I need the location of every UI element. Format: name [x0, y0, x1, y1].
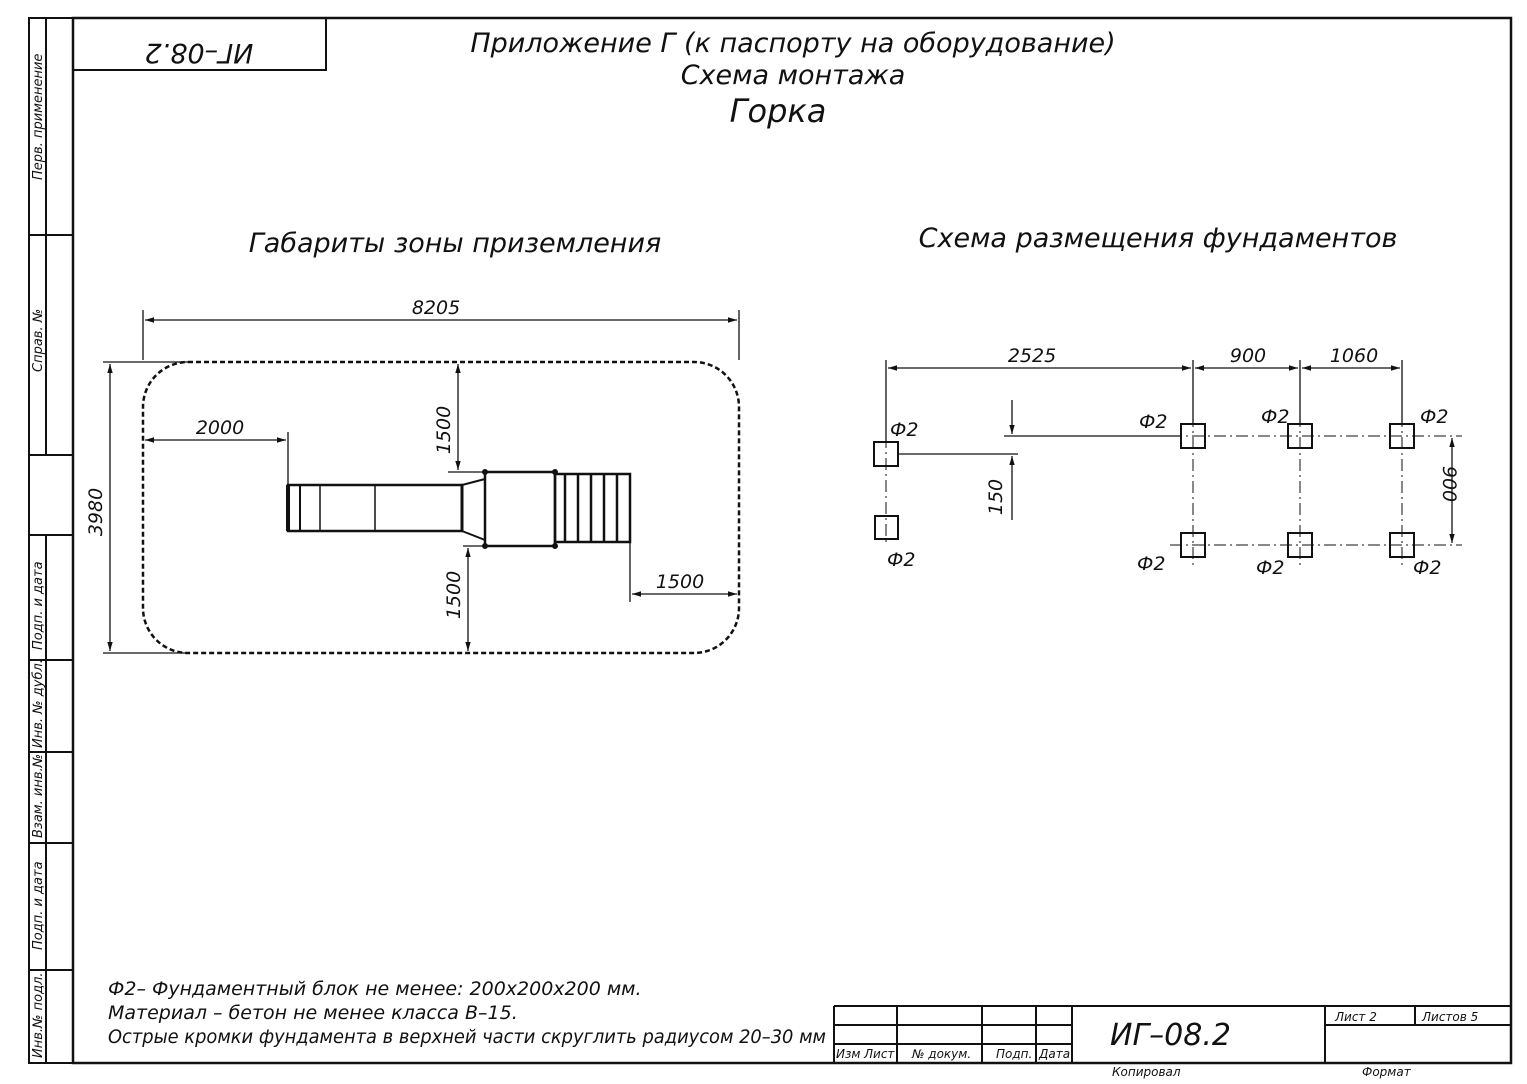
- dim-total-length: [142, 310, 740, 360]
- side-label-inv-dubl: Инв. № дубл.: [31, 659, 46, 748]
- dim-left-offset-label: 2000: [196, 417, 244, 439]
- side-label-perv: Перв. применение: [31, 54, 46, 180]
- col-list: Лист: [863, 1047, 895, 1061]
- sheets-label: Листов 5: [1421, 1010, 1478, 1024]
- dim-offset-150: [898, 400, 1181, 520]
- header-line1: Приложение Г (к паспорту на оборудование…: [470, 28, 1115, 59]
- block-label: Ф2: [1139, 411, 1167, 433]
- side-label-podp-data-1: Подп. и дата: [31, 561, 46, 650]
- drawing-code-top: ИГ–08.2: [145, 37, 254, 68]
- block-label: Ф2: [1420, 406, 1448, 428]
- copied-label: Копировал: [1112, 1065, 1181, 1079]
- dim-bottom-offset-label: 1500: [443, 571, 465, 619]
- dim-top-offset-label: 1500: [433, 406, 455, 454]
- dim-d2-label: 900: [1230, 345, 1266, 367]
- note-line3: Острые кромки фундамента в верхней части…: [108, 1026, 826, 1048]
- format-label: Формат: [1362, 1065, 1412, 1079]
- side-label-inv-podl: Инв.№ подл.: [31, 972, 46, 1058]
- col-izm: Изм: [836, 1047, 860, 1061]
- note-line1: Ф2– Фундаментный блок не менее: 200x200x…: [108, 978, 642, 1000]
- slide-plan: [286, 469, 632, 549]
- col-doc-no: № докум.: [911, 1047, 971, 1061]
- side-label-sprav: Справ. №: [31, 309, 46, 372]
- dim-top-offset: [448, 364, 485, 473]
- dim-total-width-label: 3980: [85, 488, 107, 536]
- block-label: Ф2: [1137, 553, 1165, 575]
- header-line2: Схема монтажа: [681, 60, 906, 91]
- dim-total-width: [103, 361, 190, 654]
- foundation-blocks: [873, 423, 1415, 558]
- block-label: Ф2: [1261, 406, 1289, 428]
- header-line3: Горка: [730, 92, 827, 130]
- block-label: Ф2: [1256, 557, 1284, 579]
- dim-right-offset: [629, 540, 737, 602]
- col-data: Дата: [1038, 1047, 1070, 1061]
- block-label: Ф2: [887, 549, 915, 571]
- note-line2: Материал – бетон не менее класса В–15.: [108, 1002, 518, 1024]
- block-label: Ф2: [890, 419, 918, 441]
- title-code: ИГ–08.2: [1110, 1018, 1231, 1053]
- side-label-vzam-inv: Взам. инв.№: [31, 754, 46, 838]
- center-lines: [885, 415, 1462, 566]
- dim-vertical-900-label: 900: [1438, 466, 1460, 502]
- landing-zone-outline: [141, 360, 741, 655]
- dim-d3-label: 1060: [1330, 345, 1378, 367]
- dim-bottom-offset: [463, 545, 485, 651]
- side-label-podp-data-2: Подп. и дата: [31, 861, 46, 950]
- foundation-block: [874, 515, 899, 540]
- dim-total-length-label: 8205: [412, 297, 460, 319]
- foundations-title: Схема размещения фундаментов: [919, 223, 1398, 254]
- sheet-label: Лист 2: [1334, 1010, 1377, 1024]
- dim-left-offset: [145, 432, 289, 485]
- code-box-top: [72, 17, 327, 71]
- side-strip: [29, 18, 73, 1063]
- dim-offset-150-label: 150: [985, 479, 1007, 515]
- landing-zone-title: Габариты зоны приземления: [249, 228, 662, 259]
- block-label: Ф2: [1413, 557, 1441, 579]
- dim-d1-label: 2525: [1008, 345, 1056, 367]
- dim-chain-top: [885, 360, 1403, 442]
- title-block: [833, 1005, 1511, 1063]
- inner-frame: [71, 16, 1513, 1065]
- dim-right-offset-label: 1500: [656, 571, 704, 593]
- col-podp: Подп.: [996, 1047, 1032, 1061]
